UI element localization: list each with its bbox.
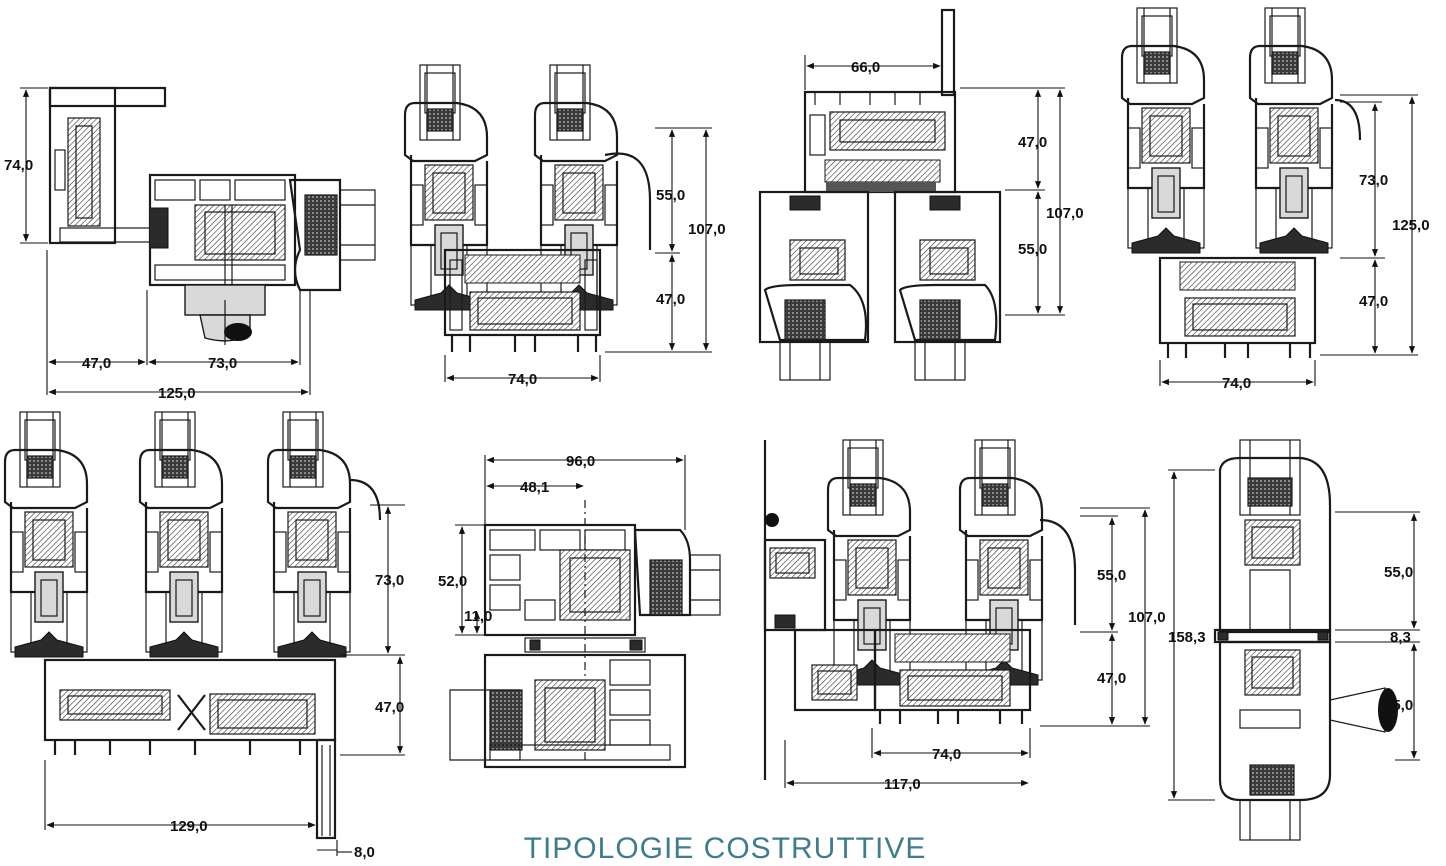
dim-5-width: 129,0 (170, 818, 208, 835)
dim-1-left: 47,0 (82, 355, 111, 372)
dim-3-total: 107,0 (1046, 205, 1084, 222)
section-1 (48, 86, 376, 345)
section-1-dimensions (20, 87, 311, 396)
section-6-dimensions (455, 455, 686, 636)
dim-8-upper: 55,0 (1384, 564, 1413, 581)
section-5 (3, 410, 382, 840)
section-8 (1213, 439, 1398, 841)
dim-7-lower: 47,0 (1097, 670, 1126, 687)
section-6 (449, 500, 721, 769)
section-2-dimensions (444, 127, 712, 382)
section-7-dimensions (784, 507, 1150, 788)
section-4-dimensions (1159, 94, 1418, 386)
dim-7-upper: 55,0 (1097, 567, 1126, 584)
section-7 (763, 438, 1077, 780)
dim-1-total: 125,0 (158, 385, 196, 402)
dim-6-half: 48,1 (520, 479, 549, 496)
dim-3-top: 66,0 (851, 59, 880, 76)
section-3 (758, 8, 1002, 381)
section-2 (403, 63, 652, 352)
section-8-dimensions (1168, 469, 1420, 801)
dim-5-lower: 47,0 (375, 699, 404, 716)
dim-7-width: 74,0 (932, 746, 961, 763)
dim-7-overall: 117,0 (884, 776, 921, 793)
page-title: TIPOLOGIE COSTRUTTIVE (523, 832, 927, 865)
dim-4-upper: 73,0 (1359, 172, 1388, 189)
dim-1-height: 74,0 (4, 157, 33, 174)
dim-4-width: 74,0 (1222, 375, 1251, 392)
dim-8-lower: 55,0 (1384, 697, 1413, 714)
dim-2-upper: 55,0 (656, 187, 685, 204)
dim-2-lower: 47,0 (656, 291, 685, 308)
section-5-dimensions (44, 504, 405, 856)
dim-4-lower: 47,0 (1359, 293, 1388, 310)
dim-2-total: 107,0 (688, 221, 726, 238)
dim-3-upper: 47,0 (1018, 134, 1047, 151)
dim-2-width: 74,0 (508, 371, 537, 388)
dim-5-mullion: 8,0 (354, 844, 375, 860)
section-3-dimensions (804, 55, 1065, 316)
dim-8-total: 158,3 (1168, 629, 1206, 646)
dim-5-upper: 73,0 (375, 572, 404, 589)
dim-6-total: 96,0 (566, 453, 595, 470)
dim-3-lower: 55,0 (1018, 241, 1047, 258)
dim-6-offset: 11,0 (464, 608, 492, 625)
dim-7-total: 107,0 (1128, 609, 1166, 626)
section-4 (1120, 6, 1362, 358)
dim-8-gap: 8,3 (1390, 629, 1411, 646)
dim-4-total: 125,0 (1392, 217, 1430, 234)
dim-1-right: 73,0 (208, 355, 237, 372)
dim-6-height: 52,0 (438, 573, 467, 590)
